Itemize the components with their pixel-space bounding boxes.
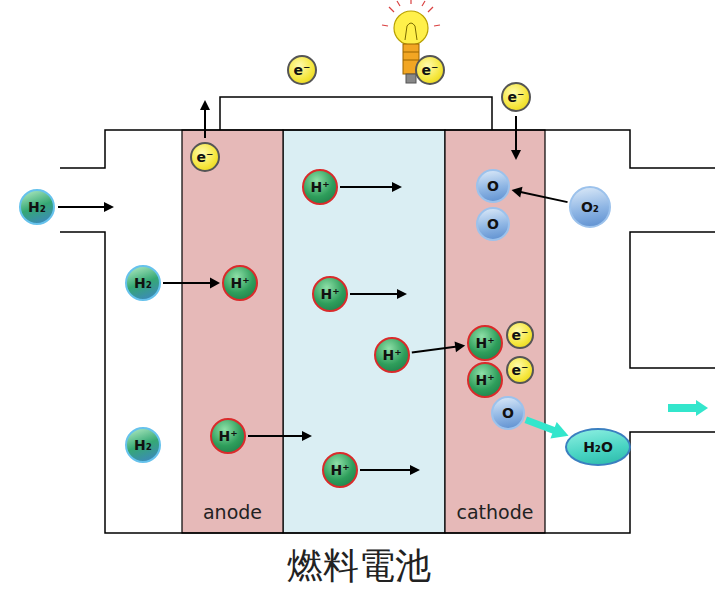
particle-label: H⁺ xyxy=(230,276,249,290)
particle-circle: H⁺ xyxy=(302,169,338,205)
particle-circle: e⁻ xyxy=(287,55,317,85)
particle-label: e⁻ xyxy=(512,363,529,377)
particle-label: e⁻ xyxy=(422,63,439,77)
particle-label: e⁻ xyxy=(294,63,311,77)
electrode-band: cathode O O H⁺ e⁻ H⁺ e⁻ O xyxy=(445,130,545,533)
cathode-electrode xyxy=(445,130,545,533)
particle-label: H⁺ xyxy=(320,287,339,301)
particle-circle: e⁻ xyxy=(501,82,531,112)
flow-arrow xyxy=(163,282,212,284)
particle-label: O xyxy=(487,217,499,231)
particle-circle: H₂ xyxy=(125,265,161,301)
flow-arrows xyxy=(58,102,516,470)
external-wire xyxy=(220,97,492,130)
electrode-label: cathode xyxy=(457,501,534,523)
arrow-head xyxy=(455,341,466,352)
particle-circle: O₂ xyxy=(569,186,611,228)
flow-arrow xyxy=(412,347,457,353)
water-outlet-arrow xyxy=(668,404,700,412)
particle-circle: H⁺ xyxy=(374,337,410,373)
particle-label: H⁺ xyxy=(475,336,494,350)
electrolyte xyxy=(283,130,445,533)
anode-electrode xyxy=(182,130,283,533)
particle-label: H⁺ xyxy=(218,429,237,443)
arrow-head xyxy=(550,422,568,438)
particle-label: H⁺ xyxy=(382,348,401,362)
particle-label: H₂ xyxy=(134,438,152,452)
particle-label: H₂ xyxy=(134,276,152,290)
water-molecule: H₂O xyxy=(565,428,631,466)
caption: 燃料電池 xyxy=(0,542,717,590)
particle-label: H₂O xyxy=(583,440,613,454)
particle-label: O₂ xyxy=(581,200,599,214)
particle-circle: e⁻ xyxy=(506,356,534,384)
particle-circle: e⁻ xyxy=(506,321,534,349)
light-bulb xyxy=(382,0,440,83)
electrode-band: anode e⁻ H⁺ H⁺ xyxy=(182,130,283,533)
particle-circle: H⁺ xyxy=(222,265,258,301)
particle-label: e⁻ xyxy=(512,328,529,342)
particle-circle: H₂ xyxy=(125,427,161,463)
particle-label: e⁻ xyxy=(508,90,525,104)
housing xyxy=(60,130,715,533)
particle-circle: e⁻ xyxy=(415,55,445,85)
particle-label: H⁺ xyxy=(475,373,494,387)
particle-circle: H₂ xyxy=(19,189,55,225)
particle-circle: H⁺ xyxy=(210,418,246,454)
particle-circle: O xyxy=(476,207,510,241)
arrow-head xyxy=(512,187,523,198)
particle-circle: O xyxy=(476,169,510,203)
particle-label: H⁺ xyxy=(310,180,329,194)
particle-label: O xyxy=(502,406,514,420)
particle-label: H₂ xyxy=(28,200,46,214)
particle-circle: O xyxy=(491,396,525,430)
particle-label: e⁻ xyxy=(197,150,214,164)
electrode-label: anode xyxy=(203,501,262,523)
flow-arrow xyxy=(519,192,567,202)
product-arrow xyxy=(526,420,556,431)
particle-circle: H⁺ xyxy=(467,362,503,398)
particle-label: H⁺ xyxy=(330,463,349,477)
arrow-head xyxy=(210,278,220,289)
particle-circle: H⁺ xyxy=(322,452,358,488)
particle-circle: e⁻ xyxy=(190,142,220,172)
particle-label: O xyxy=(487,179,499,193)
particle-circle: H⁺ xyxy=(312,276,348,312)
particle-circle: H⁺ xyxy=(467,325,503,361)
